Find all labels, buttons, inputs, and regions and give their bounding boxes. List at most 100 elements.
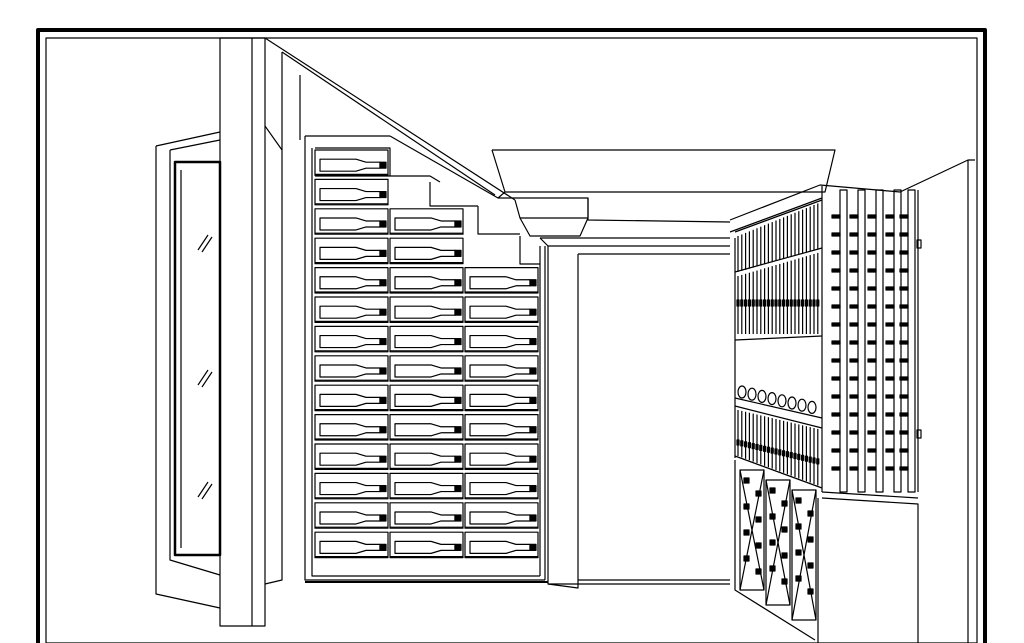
bottle-cap [530, 544, 536, 550]
bin-bottle [770, 488, 775, 493]
right-rack-posts [832, 190, 921, 492]
post-bottle [900, 215, 908, 218]
post-bottle [850, 431, 858, 434]
door-jamb [220, 38, 282, 626]
bottle-cap [455, 339, 461, 345]
bottle-neck [764, 300, 766, 306]
post-bottle [886, 377, 894, 380]
bottle-cap [380, 544, 386, 550]
back-wall-opening [548, 246, 730, 588]
rack-bracket [917, 240, 921, 248]
display-bottle [798, 399, 806, 411]
bin-bottle [796, 524, 801, 529]
bottle-neck [817, 300, 819, 306]
post-bottle [900, 233, 908, 236]
rack-cell [315, 297, 388, 322]
post-bottle [886, 431, 894, 434]
rack-cell [390, 503, 463, 528]
bottle-neck [752, 444, 754, 449]
post-bottle [832, 233, 840, 236]
bottle-neck [786, 300, 788, 306]
bottle-neck [767, 447, 769, 452]
post-bottle [900, 359, 908, 362]
bottle-neck [741, 441, 743, 446]
bin-bottle [782, 501, 787, 506]
post-bottle [868, 449, 876, 452]
post-bottle [832, 359, 840, 362]
post-bottle [900, 341, 908, 344]
post-bottle [886, 413, 894, 416]
bottle-neck [767, 300, 769, 306]
post-bottle [850, 377, 858, 380]
post-bottle [850, 287, 858, 290]
bottle-neck [760, 445, 762, 450]
bottle-cap [530, 515, 536, 521]
rack-cell [465, 503, 538, 528]
bottle-neck [741, 300, 743, 306]
bottle-neck [809, 300, 811, 306]
rack-cell [315, 238, 388, 263]
post-bottle [850, 215, 858, 218]
post-bottle [886, 449, 894, 452]
bin-bottle [770, 566, 775, 571]
post-bottle [850, 359, 858, 362]
bottle-cap [530, 456, 536, 462]
post-bottle [868, 377, 876, 380]
rack-cell [315, 385, 388, 410]
bottle-neck [794, 454, 796, 459]
post-bottle [850, 233, 858, 236]
bottle-neck [790, 300, 792, 306]
bin-bottle [808, 511, 813, 516]
rack-cell [315, 415, 388, 440]
rack-cell [390, 532, 463, 557]
rack-cell [465, 415, 538, 440]
glass-door [156, 132, 220, 608]
post-bottle [850, 395, 858, 398]
bottle-cap [530, 486, 536, 492]
left-rack-bottles [320, 159, 536, 553]
bin-bottle [796, 550, 801, 555]
post-bottle [868, 269, 876, 272]
bottle-cap [380, 280, 386, 286]
crown-molding [492, 150, 835, 246]
display-bottle [738, 386, 746, 398]
right-rack-diamond-bins [740, 470, 816, 620]
frame-inner-border [46, 38, 977, 643]
bottle-cap [455, 544, 461, 550]
bottle-neck [737, 300, 739, 306]
bottle-neck [775, 449, 777, 454]
rack-cell [390, 356, 463, 381]
post-bottle [900, 413, 908, 416]
post-bottle [900, 305, 908, 308]
bottle-cap [455, 368, 461, 374]
post-bottle [850, 449, 858, 452]
post-bottle [886, 467, 894, 470]
rack-cell [390, 268, 463, 293]
post-bottle [868, 305, 876, 308]
post-bottle [868, 467, 876, 470]
post-bottle [868, 233, 876, 236]
bin-bottle [756, 517, 761, 522]
rack-cell [465, 532, 538, 557]
diamond-bin [792, 490, 816, 620]
bottle-neck [748, 300, 750, 306]
rack-cell [315, 473, 388, 498]
bottle-cap [380, 339, 386, 345]
post-bottle [900, 449, 908, 452]
post-bottle [900, 431, 908, 434]
rack-cell [465, 444, 538, 469]
post-bottle [868, 395, 876, 398]
bottle-cap [530, 368, 536, 374]
post-bottle [868, 215, 876, 218]
post-bottle [886, 359, 894, 362]
bin-bottle [782, 579, 787, 584]
rack-cell [315, 326, 388, 351]
post-bottle [850, 323, 858, 326]
bottle-cap [380, 192, 386, 198]
post-bottle [886, 305, 894, 308]
post-bottle [832, 305, 840, 308]
post-bottle [850, 413, 858, 416]
bottle-cap [380, 368, 386, 374]
bottle-cap [380, 221, 386, 227]
bottle-cap [380, 162, 386, 168]
